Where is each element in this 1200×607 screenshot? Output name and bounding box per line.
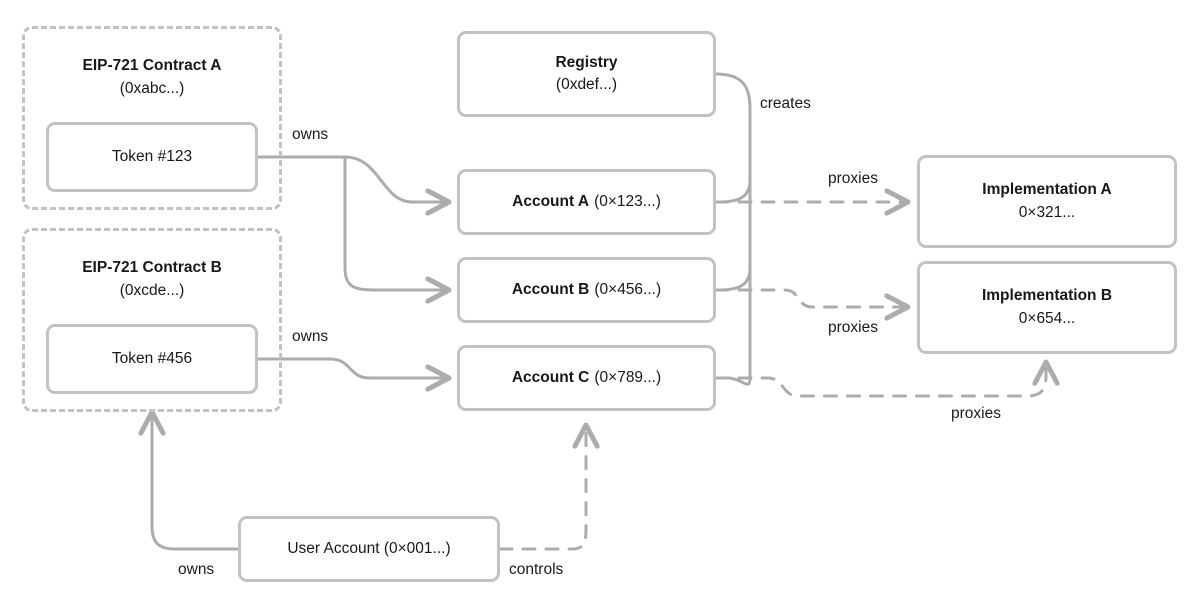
node-registry[interactable]: Registry (0xdef...) xyxy=(457,31,716,117)
group-contract-a-title: EIP-721 Contract A (0xabc...) xyxy=(22,54,282,101)
group-contract-a-name: EIP-721 Contract A xyxy=(82,57,222,74)
node-implementation-b[interactable]: Implementation B 0×654... xyxy=(917,261,1177,354)
group-contract-a-address: (0xabc...) xyxy=(119,80,185,98)
edge-owns-token123-account-a xyxy=(343,155,449,202)
node-implementation-b-address: 0×654... xyxy=(1018,309,1076,327)
node-account-c-address: (0×789...) xyxy=(594,368,662,386)
edge-creates-registry-trunk xyxy=(714,72,752,386)
node-registry-name: Registry xyxy=(555,53,618,71)
node-account-c[interactable]: Account C (0×789...) xyxy=(457,345,716,411)
node-user-account-label: User Account (0×001...) xyxy=(287,539,451,557)
edge-label-creates: creates xyxy=(760,95,811,112)
edge-proxies-account-b-impl-b xyxy=(714,288,908,307)
edge-label-owns-token123: owns xyxy=(292,126,329,143)
node-token-123-label: Token #123 xyxy=(111,147,193,165)
group-contract-b-name: EIP-721 Contract B xyxy=(82,259,222,276)
edge-owns-token456-account-c xyxy=(256,357,449,378)
edge-creates-branch-account-a xyxy=(716,178,752,204)
edge-creates-branch-account-b xyxy=(716,266,752,292)
edge-label-controls: controls xyxy=(509,561,564,578)
node-account-c-name: Account C xyxy=(511,368,590,386)
edge-owns-user-token456 xyxy=(152,412,240,551)
edge-controls-user-account-c xyxy=(498,425,586,551)
node-account-a[interactable]: Account A (0×123...) xyxy=(457,169,716,235)
edge-owns-token123-account-b xyxy=(343,155,449,290)
node-implementation-a[interactable]: Implementation A 0×321... xyxy=(917,155,1177,248)
edge-label-owns-token456: owns xyxy=(292,328,329,345)
edge-label-proxies-account-c: proxies xyxy=(951,405,1001,422)
node-account-b-address: (0×456...) xyxy=(594,280,662,298)
group-contract-b-address: (0xcde...) xyxy=(119,282,185,300)
node-account-a-name: Account A xyxy=(512,192,590,210)
node-token-456[interactable]: Token #456 xyxy=(46,324,258,394)
node-registry-address: (0xdef...) xyxy=(555,76,618,93)
node-token-456-label: Token #456 xyxy=(111,349,193,367)
node-account-b-name: Account B xyxy=(511,280,590,298)
edge-proxies-account-c-impl-b xyxy=(714,362,1046,398)
node-user-account[interactable]: User Account (0×001...) xyxy=(238,516,500,582)
node-implementation-a-name: Implementation A xyxy=(982,181,1112,199)
edge-label-proxies-impl-b: proxies xyxy=(828,319,878,336)
group-contract-a xyxy=(22,26,282,210)
node-account-b[interactable]: Account B (0×456...) xyxy=(457,257,716,323)
node-token-123[interactable]: Token #123 xyxy=(46,122,258,192)
edge-label-owns-user-account: owns xyxy=(178,561,215,578)
node-implementation-a-address: 0×321... xyxy=(1018,203,1076,221)
node-implementation-b-name: Implementation B xyxy=(981,287,1113,305)
group-contract-b-title: EIP-721 Contract B (0xcde...) xyxy=(22,256,282,303)
edge-label-proxies-impl-a: proxies xyxy=(828,170,878,187)
node-account-a-address: (0×123...) xyxy=(594,192,661,210)
